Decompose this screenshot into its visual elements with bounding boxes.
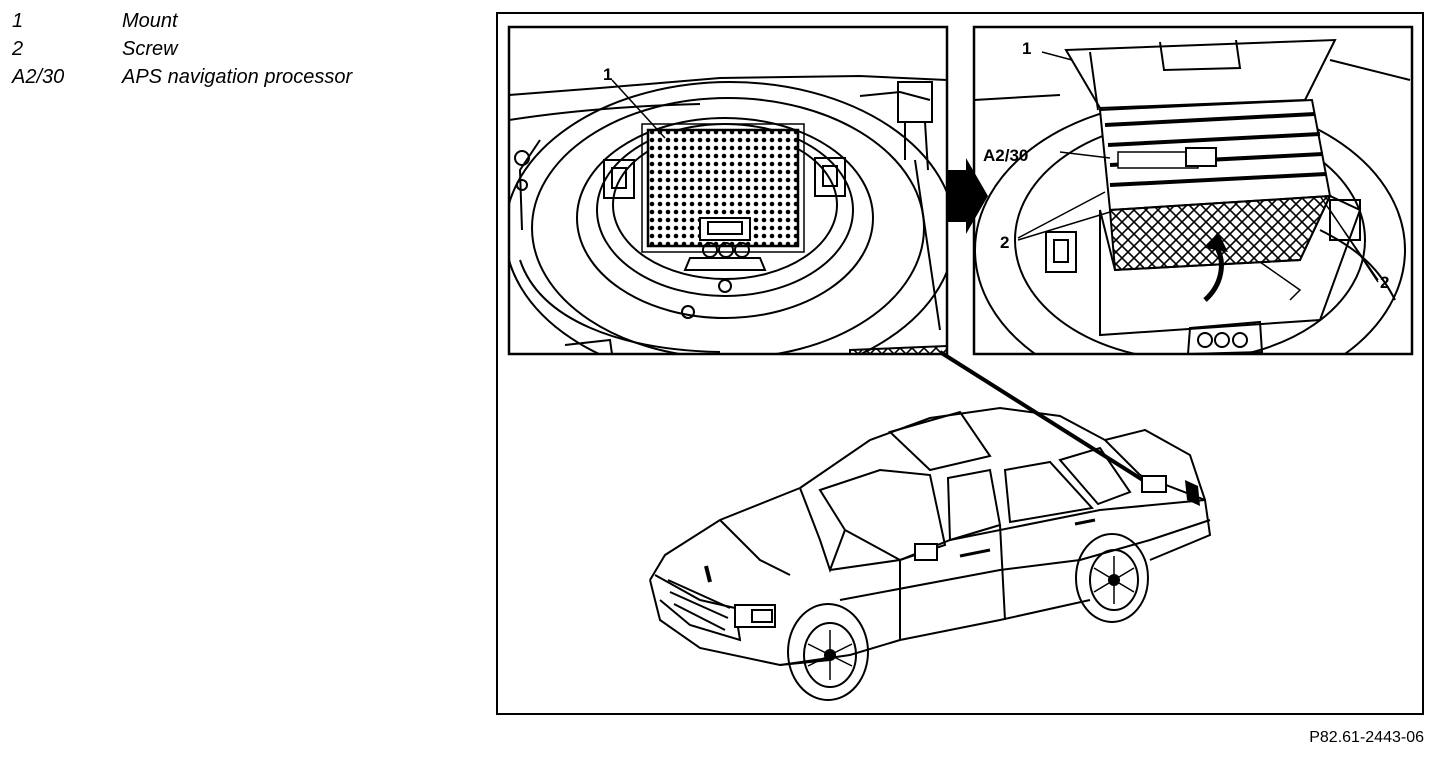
callout-screw-left: 2 bbox=[1000, 233, 1009, 252]
location-pointer bbox=[938, 350, 1148, 484]
callout-mount-right: 1 bbox=[1022, 39, 1031, 58]
legend-text: Mount bbox=[122, 10, 178, 32]
callout-processor: A2/30 bbox=[983, 146, 1028, 165]
legend-key: 1 bbox=[12, 10, 24, 32]
figure-reference: P82.61-2443-06 bbox=[1309, 729, 1424, 746]
callout-screw-right: 2 bbox=[1380, 273, 1389, 292]
legend-text: APS navigation processor bbox=[122, 66, 353, 88]
outer-frame bbox=[496, 12, 1424, 715]
legend-key: A2/30 bbox=[12, 66, 65, 88]
detail-panel-right: 1 A2/30 2 2 bbox=[972, 25, 1414, 356]
legend-text: Screw bbox=[122, 38, 178, 60]
car-illustration bbox=[649, 406, 1212, 701]
arrow-right-icon bbox=[948, 158, 988, 234]
legend-key: 2 bbox=[12, 38, 24, 60]
callout-mount-left: 1 bbox=[603, 65, 612, 84]
detail-panel-left: 1 bbox=[507, 25, 949, 356]
